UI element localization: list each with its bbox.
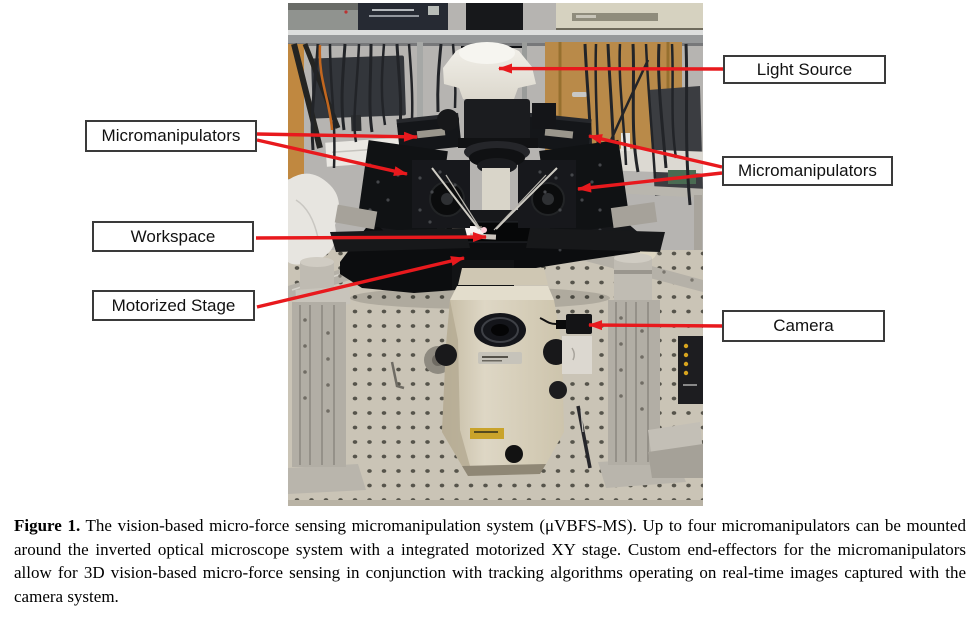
light-source-head (443, 42, 536, 99)
arrow-micromanipulator-left-1 (256, 131, 418, 142)
shelf-bar (288, 35, 703, 43)
callout-workspace: Workspace (92, 221, 254, 252)
led-instrument (678, 336, 703, 404)
callout-micromanipulators-left: Micromanipulators (85, 120, 257, 152)
callout-motorized-stage: Motorized Stage (92, 290, 255, 321)
orange-cable (318, 44, 334, 131)
figure-caption-text: The vision-based micro-force sensing mic… (14, 516, 966, 606)
arrow-motorized-stage (256, 256, 465, 309)
vertical-rail-right (694, 195, 702, 265)
condenser-column (482, 168, 510, 210)
hex-key (390, 361, 405, 390)
figure-caption-label: Figure 1. (14, 516, 81, 535)
instrument-left-top (288, 3, 358, 10)
arrow-workspace (255, 232, 487, 243)
arrow-micromanipulator-right-1 (588, 134, 723, 169)
door-handle (572, 92, 587, 97)
pen (576, 405, 592, 469)
bag-crease (295, 199, 319, 239)
aluminum-post-left (288, 257, 366, 494)
table-front-edge (288, 500, 703, 506)
bench-rail (599, 183, 703, 198)
arrow-camera (588, 320, 723, 331)
controller-text-line (369, 15, 419, 17)
figure-caption: Figure 1. The vision-based micro-force s… (14, 514, 966, 608)
end-effector-needles (431, 167, 558, 231)
callout-camera: Camera (722, 310, 885, 342)
instrument-right-band (572, 13, 658, 21)
aluminum-post-right (598, 253, 703, 488)
arrow-micromanipulator-left-2 (256, 138, 408, 177)
controller-dial (428, 6, 439, 15)
callout-light-source: Light Source (723, 55, 886, 84)
microscope-body (435, 268, 569, 476)
instrument-right-text (576, 15, 596, 18)
controller-text-line (372, 9, 414, 11)
plastic-bag (288, 173, 339, 265)
figure-photo (288, 3, 703, 506)
camera-device (539, 314, 592, 374)
annotation-arrows (255, 63, 724, 331)
figure-scene (255, 3, 724, 506)
shelf-post (417, 42, 423, 150)
callout-micromanipulators-right: Micromanipulators (722, 156, 893, 186)
arrow-light-source (498, 63, 724, 74)
shelf-top (288, 30, 703, 35)
arrow-micromanipulator-right-2 (577, 171, 723, 193)
indicator-led (344, 10, 348, 14)
